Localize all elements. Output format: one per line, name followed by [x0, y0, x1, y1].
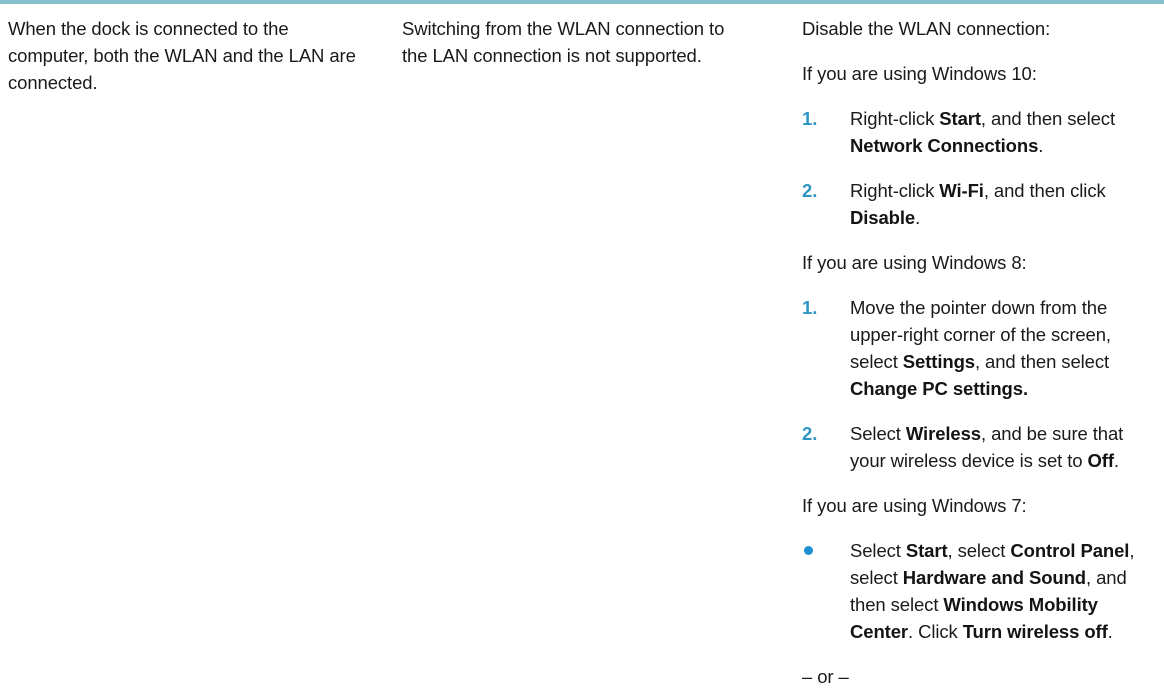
windows10-heading: If you are using Windows 10:: [802, 63, 1037, 84]
list-item: Select Start, select Control Panel,selec…: [802, 537, 1160, 645]
list-item-text: Select Start, select Control Panel,selec…: [850, 540, 1135, 642]
list-number: 2.: [802, 423, 818, 444]
solution-cell: Disable the WLAN connection: If you are …: [802, 15, 1164, 689]
windows8-heading: If you are using Windows 8:: [802, 252, 1027, 273]
solution-intro: Disable the WLAN connection:: [802, 18, 1051, 39]
windows7-heading: If you are using Windows 7:: [802, 495, 1027, 516]
list-number: 1.: [802, 297, 818, 318]
list-number: 1.: [802, 108, 818, 129]
list-number: 2.: [802, 180, 818, 201]
bullet-icon: [802, 537, 850, 645]
or-separator: – or –: [802, 666, 849, 687]
